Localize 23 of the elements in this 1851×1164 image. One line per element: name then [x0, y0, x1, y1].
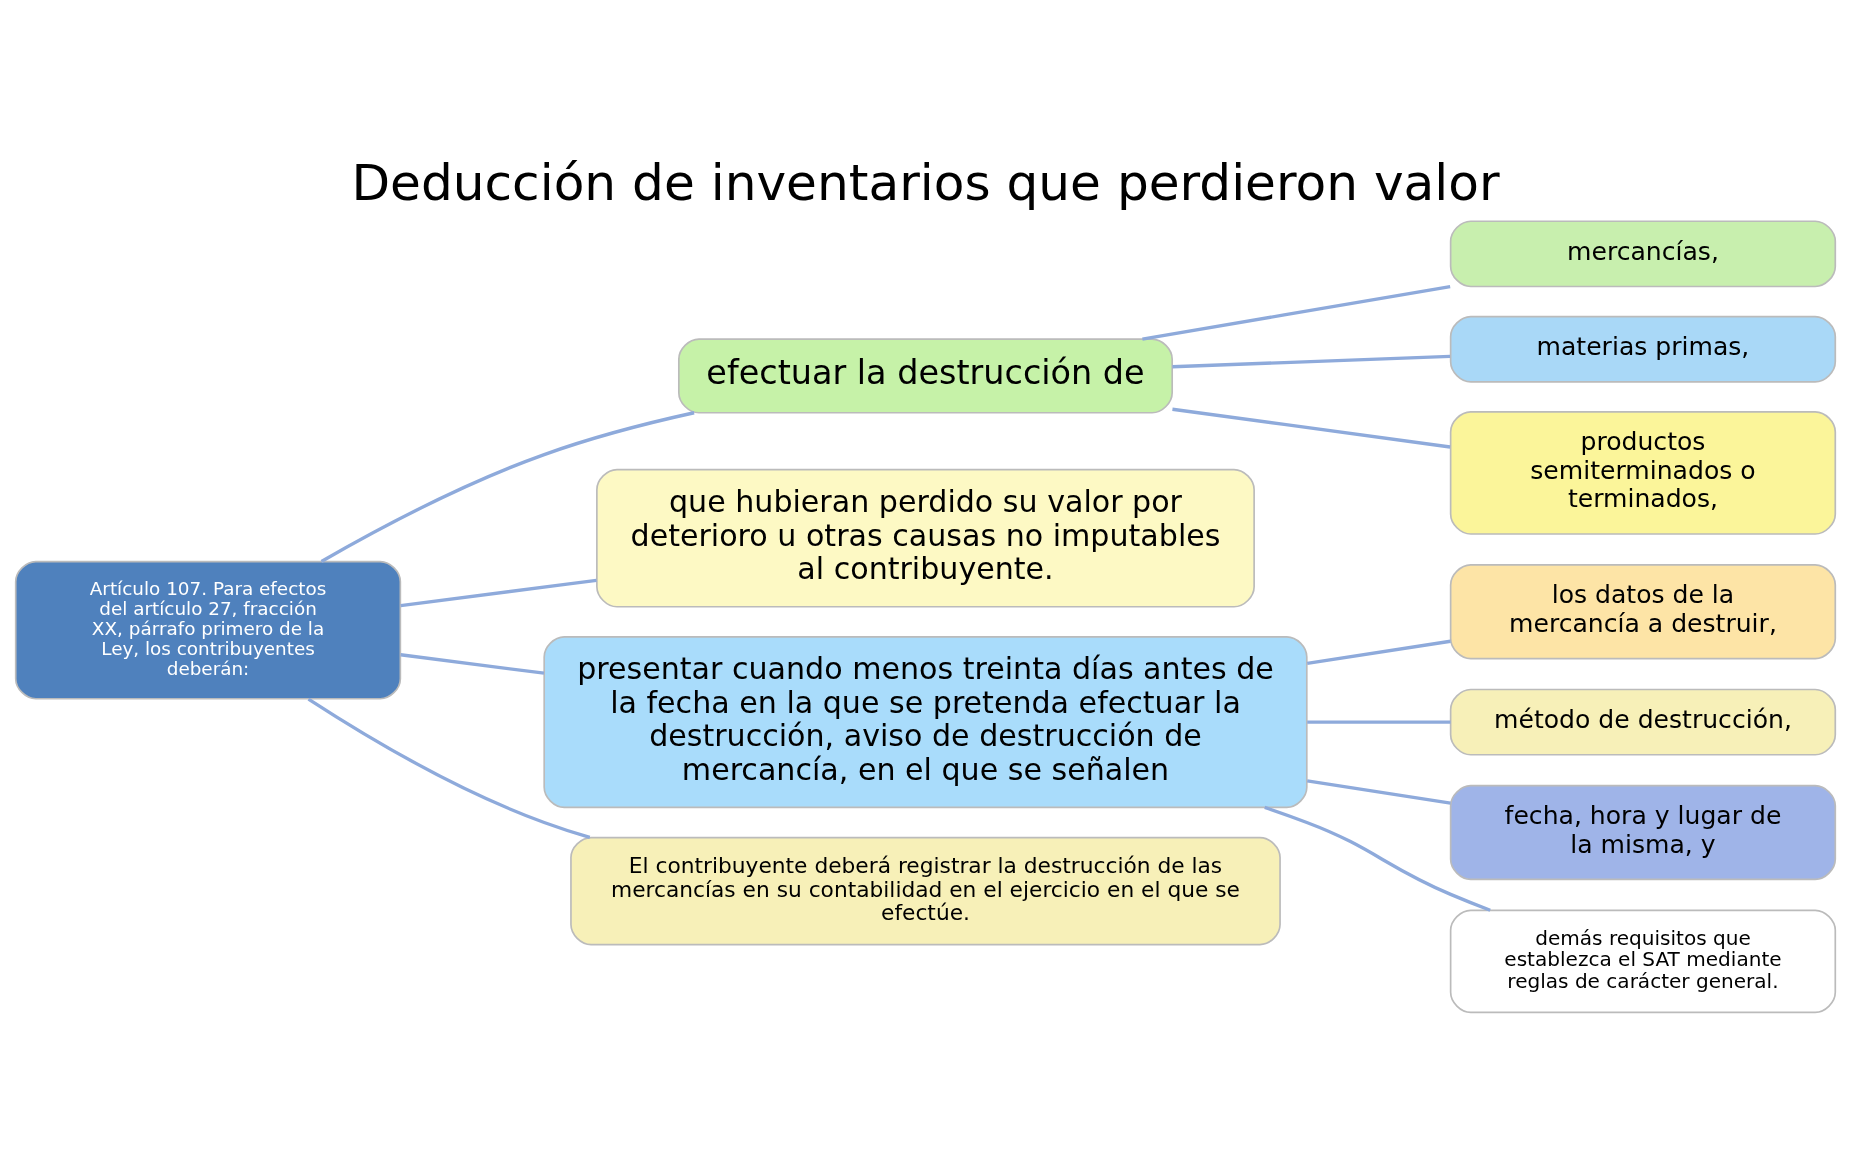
connector	[400, 578, 597, 607]
connector	[320, 410, 695, 563]
connector	[307, 697, 591, 839]
diagram-title: Deducción de inventarios que perdieron valor	[351, 152, 1500, 212]
node-box: productos semiterminados o terminados,	[1449, 410, 1837, 535]
connector	[1306, 778, 1451, 805]
node-box: demás requisitos que establezca el SAT mediante reglas de carácter general.	[1449, 908, 1837, 1013]
connector	[1172, 407, 1451, 449]
node-box: Artículo 107. Para efectos del artículo 27, fracción XX, párrafo primero de la Ley, los contribuyentes deberán:	[14, 560, 402, 700]
node-box: mercancías,	[1449, 219, 1837, 287]
connector	[1306, 639, 1451, 665]
node-box: método de destrucción,	[1449, 688, 1837, 756]
node-box: presentar cuando menos treinta días antes de la fecha en la que se pretenda efectuar la destrucción, aviso de destrucción de mercancía, en el que se señalen	[543, 635, 1308, 808]
node-box: efectuar la destrucción de	[678, 337, 1173, 414]
node-box: fecha, hora y lugar de la misma, y	[1449, 784, 1837, 880]
connector	[1142, 284, 1451, 341]
connector	[1172, 354, 1451, 368]
node-box: los datos de la mercancía a destruir,	[1449, 563, 1837, 659]
connector	[1307, 720, 1451, 724]
node-box: El contribuyente deberá registrar la destrucción de las mercancías en su contabilidad en el ejercicio en el que se efectúe.	[570, 836, 1281, 945]
node-box: materias primas,	[1449, 315, 1837, 383]
node-box: que hubieran perdido su valor por deterioro u otras causas no imputables al contribuyente.	[596, 468, 1255, 608]
connector	[400, 652, 545, 675]
